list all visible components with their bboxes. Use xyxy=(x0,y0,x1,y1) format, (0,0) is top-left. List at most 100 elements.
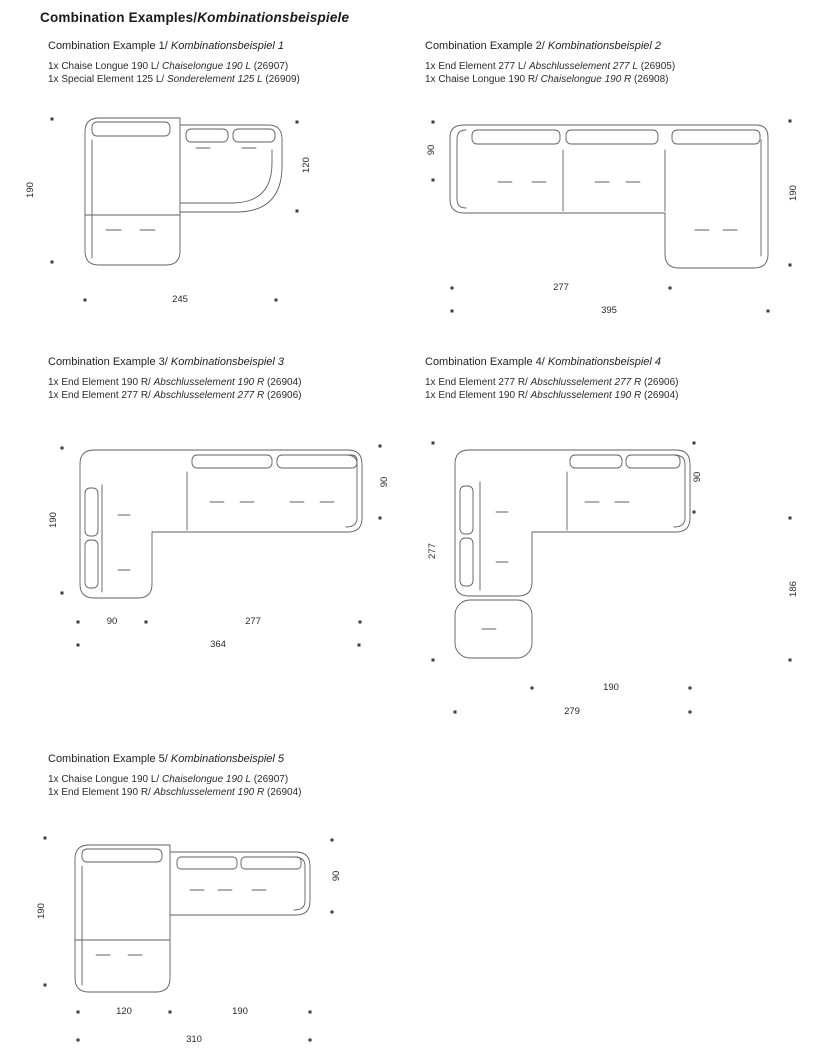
item-line: 1x End Element 277 R/ Abschlusselement 2… xyxy=(425,377,679,390)
sofa-outline xyxy=(79,449,363,599)
example-2-drawing: 90 190 277 395 xyxy=(420,108,810,323)
dim-left: 190 xyxy=(36,903,47,919)
sofa-outline xyxy=(74,844,311,993)
dim-bottom-b: 277 xyxy=(245,616,261,627)
example-title-de: Kombinationsbeispiel 2 xyxy=(547,40,662,52)
dim-right: 190 xyxy=(788,185,799,201)
item-code: (26907) xyxy=(250,774,289,785)
page-title: Combination Examples/Kombinationsbeispie… xyxy=(40,10,349,25)
sofa-outline xyxy=(84,117,283,266)
item-en: 1x Special Element 125 L/ xyxy=(48,73,167,85)
example-1-text: Combination Example 1/ Kombinationsbeisp… xyxy=(48,40,300,86)
example-title: Combination Example 4/ Kombinationsbeisp… xyxy=(425,356,679,368)
item-code: (26906) xyxy=(641,377,679,388)
dim-bottom-total: 395 xyxy=(601,305,617,316)
dimension-markers xyxy=(431,441,792,714)
example-title-en: Combination Example 4/ xyxy=(425,356,548,368)
example-5-drawing: 190 90 120 190 310 xyxy=(20,820,350,1051)
dim-left: 190 xyxy=(48,512,59,528)
example-title-en: Combination Example 3/ xyxy=(48,356,171,368)
item-de: Abschlusselement 190 R xyxy=(153,786,265,798)
item-code: (26904) xyxy=(264,786,302,798)
page-title-de: Kombinationsbeispiele xyxy=(197,10,350,25)
example-4-text: Combination Example 4/ Kombinationsbeisp… xyxy=(425,356,679,402)
item-code: (26904) xyxy=(641,389,679,401)
sofa-top-view-2 xyxy=(431,119,792,313)
item-line: 1x Chaise Longue 190 L/ Chaiselongue 190… xyxy=(48,61,300,74)
item-line: 1x End Element 190 R/ Abschlusselement 1… xyxy=(425,390,679,403)
example-title: Combination Example 5/ Kombinationsbeisp… xyxy=(48,753,302,765)
item-de: Abschlusselement 190 R xyxy=(153,377,265,388)
dim-right: 90 xyxy=(379,476,390,488)
item-de: Chaiselongue 190 L xyxy=(161,61,251,72)
example-title-en: Combination Example 2/ xyxy=(425,40,548,52)
item-de: Abschlusselement 277 R xyxy=(153,389,265,401)
example-title-de: Kombinationsbeispiel 5 xyxy=(170,753,285,765)
example-title: Combination Example 3/ Kombinationsbeisp… xyxy=(48,356,302,368)
item-en: 1x End Element 190 R/ xyxy=(48,377,154,388)
dimension-markers xyxy=(50,117,299,302)
dim-bottom-inner: 277 xyxy=(553,282,569,293)
dim-left: 190 xyxy=(25,182,36,198)
item-code: (26907) xyxy=(250,61,289,72)
page-title-en: Combination Examples/ xyxy=(40,10,198,25)
item-de: Sonderelement 125 L xyxy=(166,73,263,85)
example-3-drawing: 190 90 90 277 364 xyxy=(40,430,400,660)
sofa-top-view-1 xyxy=(50,117,299,302)
item-en: 1x Chaise Longue 190 L/ xyxy=(48,61,162,72)
item-line: 1x Chaise Longue 190 L/ Chaiselongue 190… xyxy=(48,774,302,787)
dimension-markers xyxy=(431,119,792,313)
item-en: 1x End Element 190 R/ xyxy=(425,389,531,401)
example-title-en: Combination Example 1/ xyxy=(48,40,171,52)
item-de: Chaiselongue 190 L xyxy=(161,774,251,785)
dim-right: 120 xyxy=(301,157,312,173)
dim-right: 90 xyxy=(331,870,342,882)
sofa-top-view-4 xyxy=(431,441,792,714)
item-en: 1x End Element 190 R/ xyxy=(48,786,154,798)
dim-left: 90 xyxy=(426,144,437,156)
sofa-top-view-3 xyxy=(60,444,382,647)
item-line: 1x End Element 190 R/ Abschlusselement 1… xyxy=(48,787,302,800)
example-3-text: Combination Example 3/ Kombinationsbeisp… xyxy=(48,356,302,402)
example-5-text: Combination Example 5/ Kombinationsbeisp… xyxy=(48,753,302,799)
dim-right: 186 xyxy=(788,581,799,597)
example-title-de: Kombinationsbeispiel 4 xyxy=(547,356,662,368)
dim-arm-right: 90 xyxy=(692,471,703,483)
example-title: Combination Example 2/ Kombinationsbeisp… xyxy=(425,40,675,52)
example-1-drawing: 190 120 245 xyxy=(20,108,340,318)
item-line: 1x Special Element 125 L/ Sonderelement … xyxy=(48,74,300,87)
item-en: 1x Chaise Longue 190 L/ xyxy=(48,774,162,785)
example-4-drawing: 277 90 186 190 279 xyxy=(420,430,810,725)
sofa-outline xyxy=(454,449,691,659)
dim-bottom-a: 190 xyxy=(603,682,619,693)
item-line: 1x End Element 277 R/ Abschlusselement 2… xyxy=(48,390,302,403)
item-line: 1x End Element 190 R/ Abschlusselement 1… xyxy=(48,377,302,390)
item-en: 1x End Element 277 R/ xyxy=(425,377,531,388)
sofa-top-view-5 xyxy=(43,836,334,1042)
example-title-de: Kombinationsbeispiel 1 xyxy=(170,40,285,52)
item-code: (26905) xyxy=(637,61,676,72)
example-title-en: Combination Example 5/ xyxy=(48,753,171,765)
dim-left: 277 xyxy=(427,543,438,559)
item-code: (26904) xyxy=(264,377,302,388)
item-en: 1x End Element 277 R/ xyxy=(48,389,154,401)
dim-bottom-a: 120 xyxy=(116,1006,132,1017)
item-en: 1x End Element 277 L/ xyxy=(425,61,529,72)
sofa-outline xyxy=(449,124,769,269)
item-de: Chaiselongue 190 R xyxy=(540,73,632,85)
dim-bottom-a: 90 xyxy=(106,616,118,627)
item-code: (26906) xyxy=(264,389,302,401)
item-code: (26908) xyxy=(631,73,669,85)
dimension-markers xyxy=(43,836,334,1042)
item-de: Abschlusselement 277 R xyxy=(530,377,642,388)
item-de: Abschlusselement 277 L xyxy=(528,61,638,72)
dim-bottom-total: 245 xyxy=(172,294,188,305)
item-line: 1x End Element 277 L/ Abschlusselement 2… xyxy=(425,61,675,74)
example-title: Combination Example 1/ Kombinationsbeisp… xyxy=(48,40,300,52)
item-code: (26909) xyxy=(262,73,300,85)
dim-bottom-total: 364 xyxy=(210,639,226,650)
item-line: 1x Chaise Longue 190 R/ Chaiselongue 190… xyxy=(425,74,675,87)
item-de: Abschlusselement 190 R xyxy=(530,389,642,401)
dim-bottom-b: 190 xyxy=(232,1006,248,1017)
